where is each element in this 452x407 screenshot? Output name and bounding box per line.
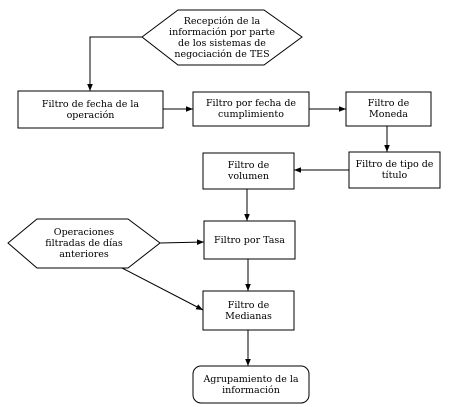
filtro-fecha-cumplimiento-label: Filtro por fecha de cumplimiento [205,98,297,120]
filtro-fecha-operacion-box [17,90,164,129]
recepcion-label: Recepción de la información por parte de… [169,15,275,60]
operaciones-filtradas-label: Operaciones filtradas de días anteriores [45,227,123,260]
filtro-tasa-label: Filtro por Tasa [214,234,285,246]
arrow-operaciones-to-tasa [159,239,205,245]
agrupamiento-rounded-box [192,365,310,404]
filtro-fecha-operacion-label: Filtro de fecha de la operación [41,98,140,121]
recepcion-hexagon [141,9,303,66]
filtro-volumen-box [202,152,295,190]
arrow-recepcion-to-fecha-operacion [87,36,142,91]
filtro-volumen-label: Filtro de volumen [227,160,270,182]
filtro-moneda-box [345,91,432,127]
filtro-tipo-titulo-box [348,151,441,189]
agrupamiento-label: Agrupamiento de la información [203,373,299,396]
filtro-medianas-box [202,290,295,331]
filtro-moneda-label: Filtro de Moneda [367,98,410,120]
filtro-medianas-label: Filtro de Medianas [225,299,272,322]
filtro-tipo-titulo-label: Filtro de tipo de título [355,159,434,181]
arrow-operaciones-to-medianas [121,267,204,311]
filtro-tasa-box [203,220,296,260]
